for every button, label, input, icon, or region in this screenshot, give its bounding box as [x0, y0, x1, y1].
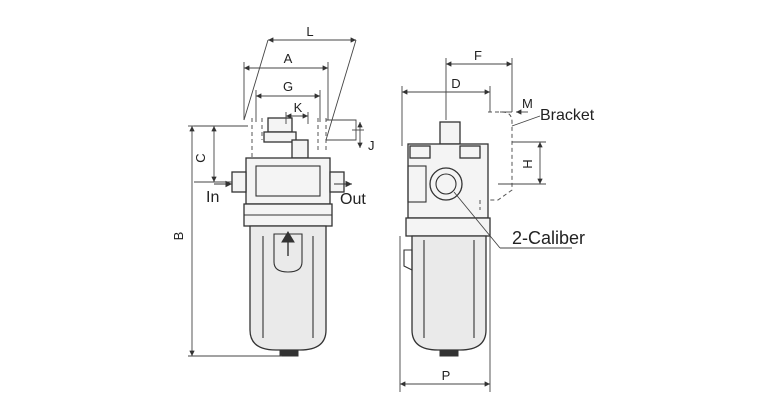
port-label-out: Out	[340, 191, 366, 208]
front-inlet-port	[231, 171, 247, 193]
side-top-cap	[439, 121, 461, 145]
dim-label-J: J	[368, 138, 375, 153]
dim-label-K: K	[294, 100, 303, 115]
dim-label-L: L	[306, 24, 313, 39]
front-view: L A G K J C B In Out	[171, 24, 375, 357]
port-label-in: In	[206, 189, 219, 206]
callout-bracket: Bracket	[540, 107, 595, 124]
dim-label-F: F	[474, 48, 482, 63]
side-bracket-outline	[488, 111, 513, 201]
callout-caliber: 2-Caliber	[512, 228, 585, 248]
front-bowl	[249, 225, 327, 351]
side-port-inner	[435, 173, 457, 195]
front-head-body	[245, 157, 331, 205]
dim-label-D: D	[451, 76, 460, 91]
front-outlet-port	[329, 171, 345, 193]
side-bowl	[411, 235, 487, 351]
dim-label-C: C	[193, 153, 208, 162]
dim-label-B: B	[171, 232, 186, 241]
side-drain-plug	[439, 349, 459, 357]
dim-label-H: H	[520, 159, 535, 168]
front-cap-collar	[263, 131, 297, 143]
front-drain-plug	[279, 349, 299, 357]
side-view: F D M Bracket H 2-Caliber P	[399, 48, 595, 392]
front-sight-window	[273, 233, 303, 273]
dim-label-P: P	[442, 368, 451, 383]
front-top-cap	[267, 117, 293, 133]
front-bracket-outline	[251, 118, 327, 160]
front-adjust-knob	[291, 139, 309, 159]
dim-label-G: G	[283, 79, 293, 94]
dim-label-M: M	[522, 96, 533, 111]
dim-label-A: A	[284, 51, 293, 66]
